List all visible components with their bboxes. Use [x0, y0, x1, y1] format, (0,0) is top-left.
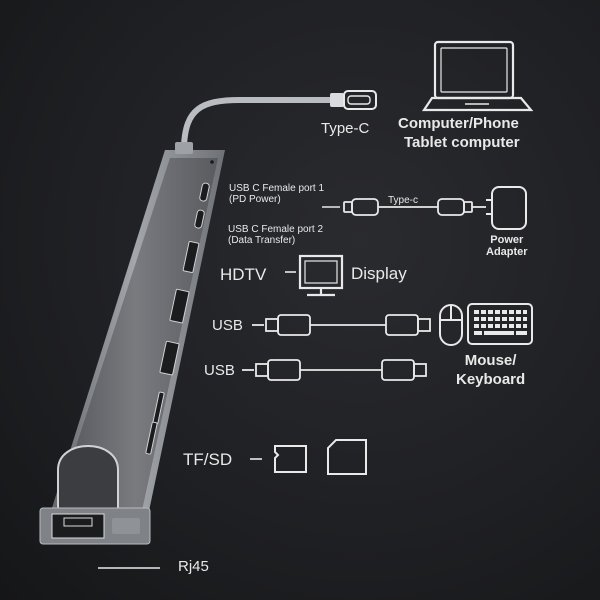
- type-c-label: Type-C: [321, 120, 370, 137]
- sd-slot: [145, 421, 158, 455]
- computer-label-line1: Computer/Phone: [398, 115, 519, 132]
- usbc-port2-line1: USB C Female port 2: [228, 224, 324, 235]
- hub-cable: [181, 97, 335, 148]
- mouse-keyboard-label: Mouse/ Keyboard: [456, 351, 525, 389]
- tf-sd-label: TF/SD: [183, 450, 233, 469]
- mouse-label-line2: Keyboard: [456, 371, 526, 388]
- mouse-icon: [439, 304, 463, 346]
- hub-body: [45, 142, 225, 530]
- usbc-port-1: [199, 182, 210, 202]
- computer-label-line2: Tablet computer: [404, 134, 520, 151]
- usbc-port1-line2: (PD Power): [229, 194, 281, 205]
- usbc-port2-label: USB C Female port 2 (Data Transfer): [228, 224, 323, 246]
- usbc-port1-label: USB C Female port 1 (PD Power): [229, 183, 324, 205]
- hdmi-port: [182, 240, 200, 274]
- usb-cable-2-icon: [242, 359, 427, 381]
- keyboard-icon: [467, 303, 533, 345]
- usb-cable-1-icon: [252, 314, 431, 336]
- power-adapter-label: Power Adapter: [486, 234, 528, 258]
- power-adapter-icon: [486, 186, 527, 230]
- monitor-icon: [285, 254, 344, 297]
- usbc-port-2: [194, 209, 205, 229]
- display-label: Display: [351, 264, 407, 283]
- usbc-port1-line1: USB C Female port 1: [229, 183, 325, 194]
- type-c-cable-icon: [343, 198, 486, 216]
- power-label-line2: Adapter: [486, 246, 528, 258]
- usb-label-2: USB: [204, 362, 235, 379]
- power-label-line1: Power: [490, 234, 524, 246]
- tf-card-icon: [274, 445, 307, 473]
- laptop-icon: [421, 40, 534, 112]
- usb-port-2: [159, 340, 180, 376]
- usb-label-1: USB: [212, 317, 243, 334]
- hub-ports: [145, 182, 210, 455]
- type-c-plug-icon: [330, 90, 377, 110]
- type-c-cable-label: Type-c: [388, 195, 419, 206]
- computer-phone-label: Computer/Phone Tablet computer: [398, 114, 520, 152]
- rj45-port: [39, 445, 151, 545]
- usb-port-1: [169, 288, 190, 324]
- mouse-label-line1: Mouse/: [464, 352, 517, 369]
- sd-card-icon: [327, 439, 367, 475]
- usbc-port2-line2: (Data Transfer): [228, 235, 296, 246]
- hdtv-label: HDTV: [220, 265, 267, 284]
- rj45-label: Rj45: [178, 558, 209, 575]
